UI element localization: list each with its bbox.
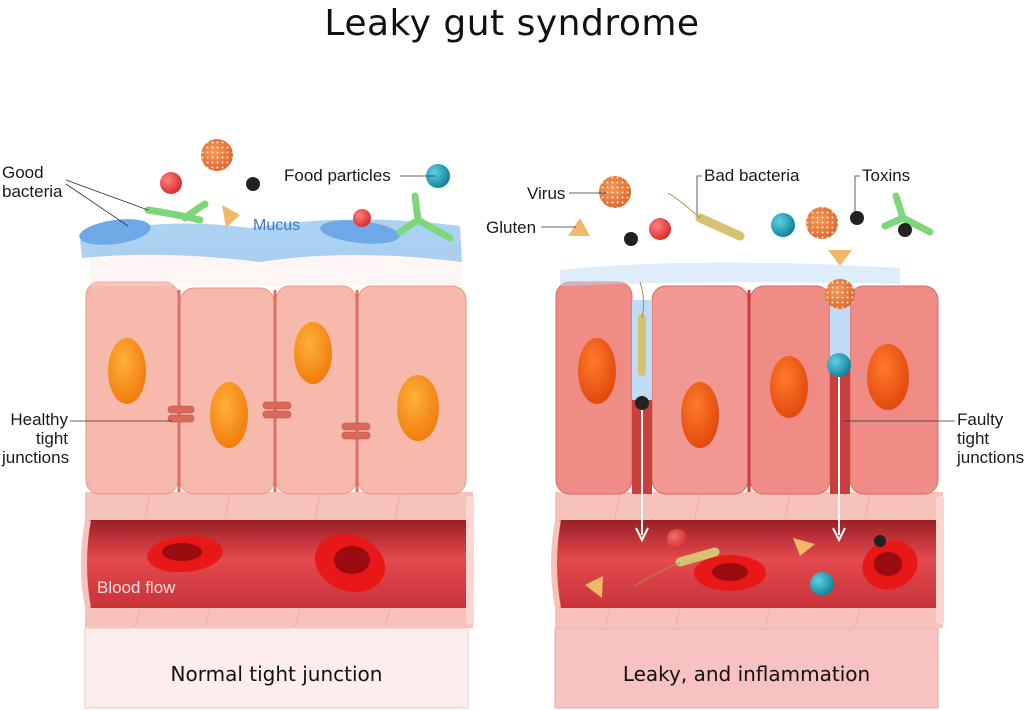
epithelial-cells-inflamed <box>555 281 939 495</box>
red-blood-cell <box>694 555 766 591</box>
red-blood-cell <box>147 535 223 573</box>
tight-junction <box>167 401 371 440</box>
red-blood-cell <box>314 533 386 593</box>
label-healthy-tight-junctions: Healthy tight junctions <box>2 410 70 467</box>
label-bad-bacteria: Bad bacteria <box>704 166 800 185</box>
label-mucus: Mucus <box>253 217 301 234</box>
label-food-particles: Food particles <box>284 166 391 185</box>
label-blood-flow: Blood flow <box>97 578 176 597</box>
right-panel-leaky <box>541 175 955 709</box>
label-toxins: Toxins <box>862 166 911 185</box>
label-virus: Virus <box>527 184 566 203</box>
red-blood-cell <box>862 540 918 590</box>
left-panel-normal <box>65 139 474 709</box>
epithelial-cells-healthy <box>85 281 467 495</box>
label-gluten: Gluten <box>486 218 537 237</box>
caption-normal: Normal tight junction <box>170 662 383 686</box>
caption-leaky: Leaky, and inflammation <box>622 662 871 686</box>
page-title: Leaky gut syndrome <box>324 3 700 44</box>
label-good-bacteria: Good bacteria <box>2 163 63 201</box>
label-faulty-tight-junctions: Faulty tight junctions <box>957 410 1024 467</box>
